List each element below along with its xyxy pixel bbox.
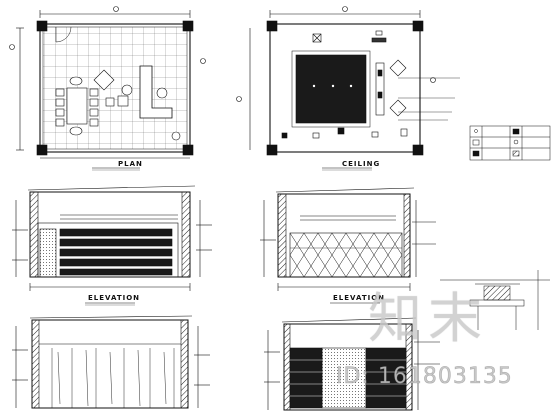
ceiling-title: CEILING xyxy=(342,160,380,168)
legend-table xyxy=(469,125,551,161)
elevation-a-title: ELEVATION xyxy=(88,294,140,302)
elevation-c-panel xyxy=(12,315,210,409)
ceiling-panel xyxy=(236,6,460,171)
plan-panel xyxy=(9,6,206,171)
plan-title: PLAN xyxy=(118,160,143,168)
detail-section xyxy=(440,270,550,330)
elevation-d-panel xyxy=(264,317,440,411)
elevation-a-panel xyxy=(12,185,212,306)
elevation-b-title: ELEVATION xyxy=(333,294,385,302)
elevation-b-panel xyxy=(260,187,436,304)
